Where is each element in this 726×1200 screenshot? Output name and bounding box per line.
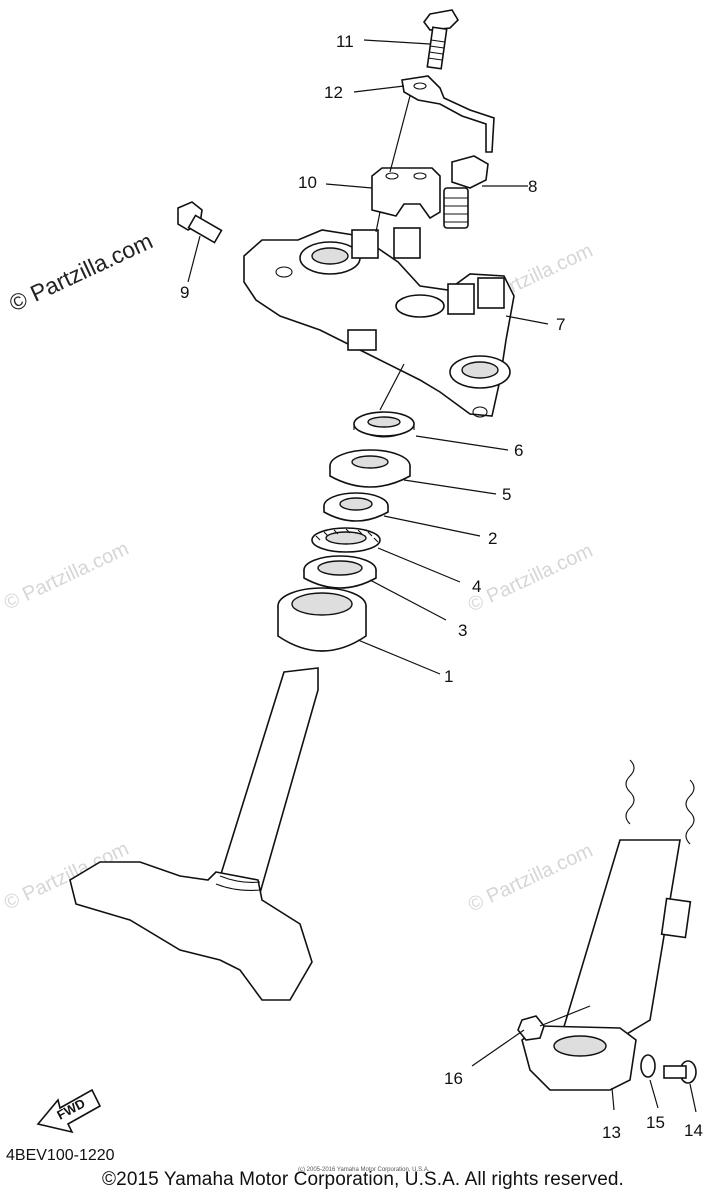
callout-6[interactable]: 6 bbox=[514, 441, 523, 460]
callout-9[interactable]: 9 bbox=[180, 283, 189, 302]
watermark-2: © Partzilla.com bbox=[1, 538, 132, 615]
part-1-oil-seal[interactable] bbox=[277, 587, 367, 652]
forward-arrow-icon: FWD bbox=[36, 1088, 102, 1134]
tiny-copyright: (c) 2005-2016 Yamaha Motor Corporation, … bbox=[298, 1167, 430, 1173]
part-5-washer[interactable] bbox=[329, 449, 411, 488]
watermark-5: © Partzilla.com bbox=[465, 840, 596, 917]
part-2-bearing-race[interactable] bbox=[323, 492, 389, 522]
callout-15[interactable]: 15 bbox=[646, 1113, 665, 1132]
callout-3[interactable]: 3 bbox=[458, 621, 467, 640]
callout-12[interactable]: 12 bbox=[324, 83, 343, 102]
callout-1[interactable]: 1 bbox=[444, 667, 453, 686]
diagram-code: 4BEV100-1220 bbox=[6, 1147, 115, 1164]
part-6-ring-nut[interactable] bbox=[353, 411, 415, 438]
callout-16[interactable]: 16 bbox=[444, 1069, 463, 1088]
part-12-bracket[interactable] bbox=[401, 75, 495, 153]
part-11-bolt[interactable] bbox=[423, 9, 460, 70]
callout-11[interactable]: 11 bbox=[336, 32, 354, 51]
part-4-ball-bearing[interactable] bbox=[311, 527, 381, 553]
copyright-notice: ©2015 Yamaha Motor Corporation, U.S.A. A… bbox=[102, 1169, 624, 1190]
leader-lines bbox=[187, 39, 697, 1113]
lower-bracket-steering-stem bbox=[69, 667, 319, 1001]
callout-2[interactable]: 2 bbox=[488, 529, 497, 548]
part-8-bolt[interactable] bbox=[443, 155, 489, 229]
part-7-upper-bracket[interactable] bbox=[243, 227, 515, 418]
callout-13[interactable]: 13 bbox=[602, 1123, 621, 1142]
callout-5[interactable]: 5 bbox=[502, 485, 511, 504]
part-16-nut[interactable] bbox=[517, 1015, 545, 1041]
callout-8[interactable]: 8 bbox=[528, 177, 537, 196]
part-10-holder[interactable] bbox=[371, 167, 441, 220]
part-3-bearing-race[interactable] bbox=[303, 555, 377, 589]
part-13-clamp[interactable] bbox=[521, 1025, 637, 1091]
callout-14[interactable]: 14 bbox=[684, 1121, 703, 1140]
part-15-washer[interactable] bbox=[640, 1054, 656, 1078]
callout-7[interactable]: 7 bbox=[556, 315, 565, 334]
fork-tubes bbox=[539, 759, 695, 1051]
watermark-main: © Partzilla.com bbox=[5, 227, 156, 316]
callout-4[interactable]: 4 bbox=[472, 577, 481, 596]
part-14-bolt[interactable] bbox=[663, 1060, 697, 1084]
callout-10[interactable]: 10 bbox=[298, 173, 317, 192]
part-9-bolt[interactable] bbox=[177, 201, 223, 244]
watermark-3: © Partzilla.com bbox=[465, 540, 596, 617]
